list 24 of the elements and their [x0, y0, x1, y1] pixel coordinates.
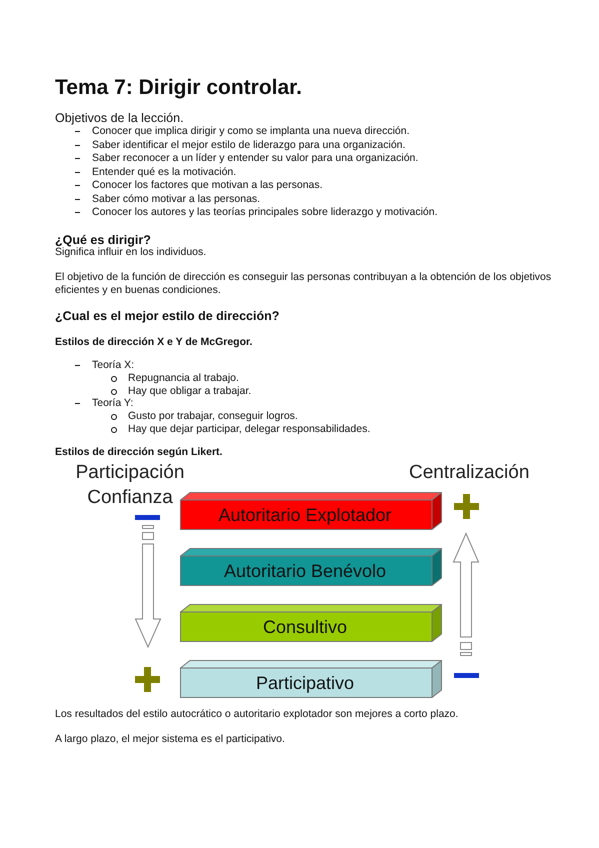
page-title: Tema 7: Dirigir controlar. — [55, 76, 302, 100]
section-heading: ¿Qué es dirigir? — [55, 233, 151, 247]
paragraph: A largo plazo, el mejor sistema es el participativo. — [55, 733, 286, 746]
list-item: Saber reconocer a un líder y entender su valor para una organización. — [92, 152, 418, 165]
list-item: Saber cómo motivar a las personas. — [92, 192, 260, 206]
paragraph: Significa influir en los individuos. — [55, 246, 206, 259]
list-item: Hay que obligar a trabajar. — [128, 385, 252, 398]
list-item: Conocer los factores que motivan a las personas. — [92, 179, 323, 192]
list-item: Conocer que implica dirigir y como se implanta una nueva dirección. — [92, 125, 410, 138]
list-item: Repugnancia al trabajo. — [128, 372, 239, 385]
paragraph: El objetivo de la función de dirección es conseguir las personas contribuyan a la obtención de los objetivos eficientes y en buenas condiciones. — [55, 271, 552, 297]
subsection-heading: Estilos de dirección X e Y de McGregor. — [55, 336, 252, 349]
list-item: Gusto por trabajar, conseguir logros. — [128, 410, 298, 423]
list-item: Teoría Y: — [92, 397, 134, 410]
list-item: Conocer los autores y las teorías principales sobre liderazgo y motivación. — [92, 206, 438, 219]
subsection-heading: Estilos de dirección según Likert. — [55, 446, 222, 459]
paragraph: Los resultados del estilo autocrático o autoritario explotador son mejores a corto plazo. — [55, 708, 460, 721]
axis-label: Centralización — [409, 461, 530, 485]
list-item: Teoría X: — [92, 359, 134, 372]
list-item: Hay que dejar participar, delegar responsabilidades. — [128, 423, 370, 436]
section-intro: Objetivos de la lección. — [55, 111, 184, 126]
list-item: Entender qué es la motivación. — [92, 166, 236, 178]
section-heading: ¿Cual es el mejor estilo de dirección? — [55, 309, 280, 324]
list-item: Saber identificar el mejor estilo de liderazgo para una organización. — [92, 138, 406, 152]
